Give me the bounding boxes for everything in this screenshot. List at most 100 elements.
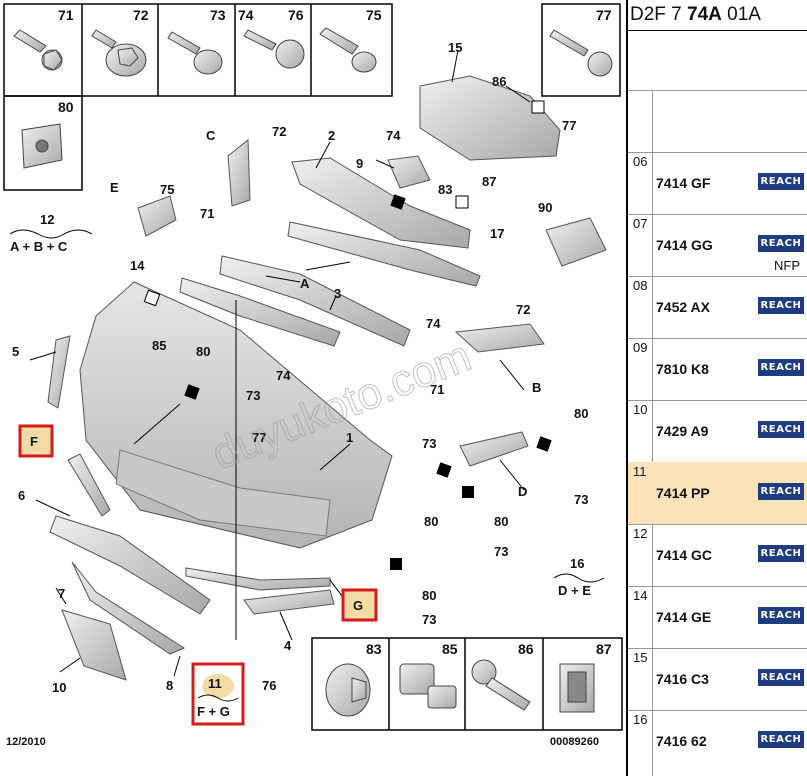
callout-label: 87 <box>482 174 496 189</box>
reference-title: D2F 7 74A 01A <box>630 4 761 26</box>
reach-badge: REACH <box>758 235 804 252</box>
screw-icon <box>319 27 377 73</box>
callout-label: C <box>206 128 216 143</box>
fastener-label: 72 <box>133 7 149 23</box>
callout-label: D <box>518 484 527 499</box>
part-code: 7416 C3 <box>656 671 709 687</box>
callout-label: 80 <box>196 344 210 359</box>
row-divider <box>628 400 807 401</box>
diagram-date: 12/2010 <box>6 736 46 748</box>
bumper-intake-part <box>115 449 331 537</box>
part-code: 7416 62 <box>656 733 707 749</box>
box-label: G <box>353 598 363 613</box>
callout-label: 83 <box>438 182 452 197</box>
row-index: 12 <box>633 526 648 541</box>
leader-lines <box>29 49 531 677</box>
reinforcement-14-part <box>179 277 341 347</box>
callout-label: 86 <box>492 74 506 89</box>
fastener-label: 75 <box>366 7 382 23</box>
fastener-label: 71 <box>58 7 74 23</box>
reach-badge: REACH <box>758 173 804 190</box>
callout-label: 3 <box>334 286 341 301</box>
fastener-label: 83 <box>366 641 382 657</box>
callout-label: 80 <box>424 514 438 529</box>
fastener-label: 74 <box>238 7 254 23</box>
fastener-markers <box>143 100 552 570</box>
reference-title-prefix: D2F 7 <box>630 4 682 25</box>
row-divider <box>628 214 807 215</box>
row-divider <box>628 276 807 277</box>
callout-label: 10 <box>52 680 66 695</box>
grille-part <box>49 515 211 615</box>
callout-label: 74 <box>426 316 441 331</box>
callout-label: 90 <box>538 200 552 215</box>
trim-g-part <box>185 567 331 591</box>
group-formula: D + E <box>558 583 591 598</box>
fastener-label: 80 <box>58 99 74 115</box>
fastener-panel-bottom <box>311 637 623 731</box>
fastener-labels-top: 71 72 73 74 76 75 77 80 <box>58 7 612 115</box>
part-code: 7414 GF <box>656 175 711 191</box>
reference-title-suffix: 01A <box>727 4 761 25</box>
fastener-label: 87 <box>596 641 612 657</box>
row-divider <box>628 338 807 339</box>
trim-4-part <box>243 589 335 615</box>
diagram-doc-number: 00089260 <box>550 736 599 748</box>
bracket-e-part <box>137 195 177 237</box>
fastener-labels-bottom: 83 85 86 87 <box>366 641 612 657</box>
callout-label: 15 <box>448 40 462 55</box>
clip-icon <box>21 123 63 169</box>
callout-label: 73 <box>422 612 436 627</box>
group-callout-12: 12 A + B + C <box>9 212 93 254</box>
row-index: 09 <box>633 340 648 355</box>
fastener-label: 77 <box>596 7 612 23</box>
screw-icon <box>167 31 223 75</box>
callout-label: 1 <box>346 430 353 445</box>
side-grille-part <box>61 609 127 681</box>
part-code: 7429 A9 <box>656 423 709 439</box>
callout-label: 7 <box>58 586 65 601</box>
callout-label: E <box>110 180 119 195</box>
block-90-part <box>545 217 607 267</box>
fastener-label: 85 <box>442 641 458 657</box>
fastener-panel-top <box>3 3 621 191</box>
row-divider <box>628 152 807 153</box>
row-divider <box>628 710 807 711</box>
part-code: 7414 PP <box>656 485 710 501</box>
fastener-label: 76 <box>288 7 304 23</box>
group-number: 11 <box>208 676 222 691</box>
group-formula: A + B + C <box>10 239 68 254</box>
callout-label: 73 <box>246 388 260 403</box>
callout-box-f: F <box>18 424 54 458</box>
crossbeam-part <box>291 157 471 249</box>
reach-badge: REACH <box>758 545 804 562</box>
row-index: 16 <box>633 712 648 727</box>
group-callout-16: 16 D + E <box>553 556 605 598</box>
callout-label: 74 <box>276 368 291 383</box>
callout-label: 6 <box>18 488 25 503</box>
callout-label: 85 <box>152 338 166 353</box>
part-code: 7414 GG <box>656 237 713 253</box>
reach-badge: REACH <box>758 669 804 686</box>
callout-label: 80 <box>494 514 508 529</box>
group-number: 16 <box>570 556 584 571</box>
reference-row: 15 7416 C3 REACH <box>628 648 807 710</box>
row-index: 10 <box>633 402 648 417</box>
callout-label: 80 <box>574 406 588 421</box>
lower-beam-part <box>219 255 411 347</box>
reach-badge: REACH <box>758 359 804 376</box>
callout-label: 17 <box>490 226 504 241</box>
callout-label: 8 <box>166 678 173 693</box>
row-index: 15 <box>633 650 648 665</box>
screw-icon <box>13 29 63 71</box>
part-code: 7810 K8 <box>656 361 709 377</box>
callout-label: 71 <box>200 206 214 221</box>
